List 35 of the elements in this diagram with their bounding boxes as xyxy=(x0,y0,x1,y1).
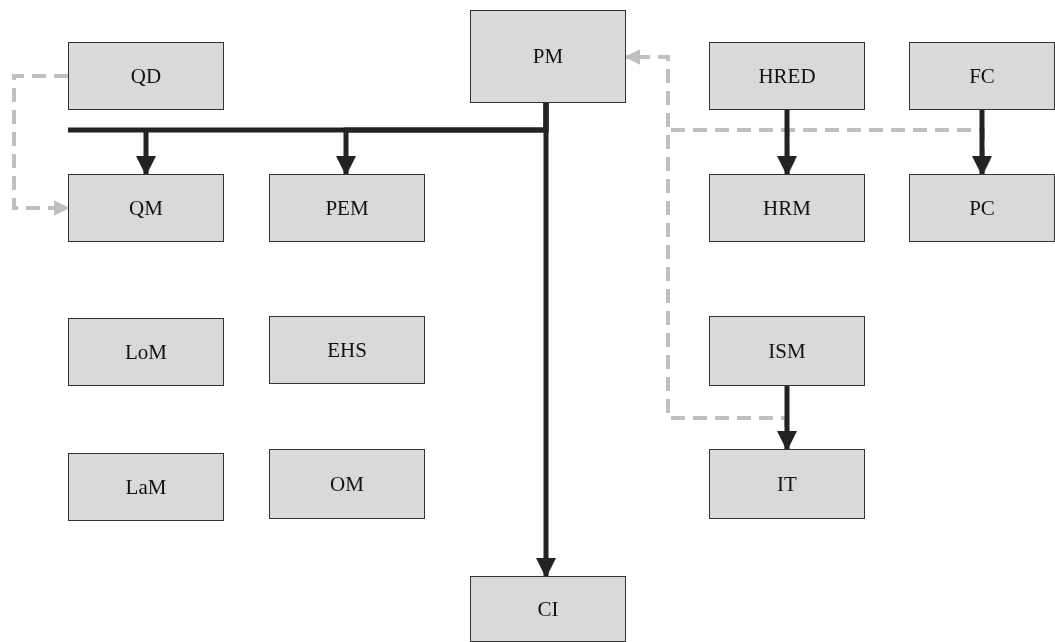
unit-label: PC xyxy=(969,195,995,221)
unit-label: PEM xyxy=(325,195,369,221)
arrow xyxy=(777,110,797,176)
org-unit-box xyxy=(909,174,1055,242)
dashed-arrow xyxy=(12,74,70,216)
arrow xyxy=(536,103,556,578)
arrow xyxy=(777,386,797,451)
org-unit-box xyxy=(269,449,425,519)
unit-label: FC xyxy=(969,63,995,89)
unit-label: CI xyxy=(537,596,559,622)
unit-label: IT xyxy=(777,471,797,497)
unit-label: LoM xyxy=(125,339,167,365)
unit-label: HRM xyxy=(763,195,811,221)
org-unit-box xyxy=(909,42,1055,110)
org-unit-box xyxy=(269,316,425,384)
org-unit-box xyxy=(68,453,224,521)
unit-label: ISM xyxy=(768,338,806,364)
arrow xyxy=(972,110,992,176)
unit-label: EHS xyxy=(327,337,367,363)
unit-label: PM xyxy=(532,44,564,69)
org-unit-box xyxy=(68,174,224,242)
unit-label: OM xyxy=(330,471,364,497)
unit-label: QD xyxy=(130,63,162,89)
org-unit-box xyxy=(470,576,626,642)
org-unit-box xyxy=(269,174,425,242)
org-unit-box xyxy=(470,10,626,103)
org-unit-box xyxy=(709,316,865,386)
unit-label: QM xyxy=(129,195,163,221)
org-unit-box xyxy=(709,174,865,242)
org-unit-box xyxy=(709,42,865,110)
unit-label: LaM xyxy=(125,474,167,500)
org-unit-box xyxy=(68,318,224,386)
unit-label: HRED xyxy=(758,63,816,89)
org-unit-box xyxy=(709,449,865,519)
org-unit-box xyxy=(68,42,224,110)
